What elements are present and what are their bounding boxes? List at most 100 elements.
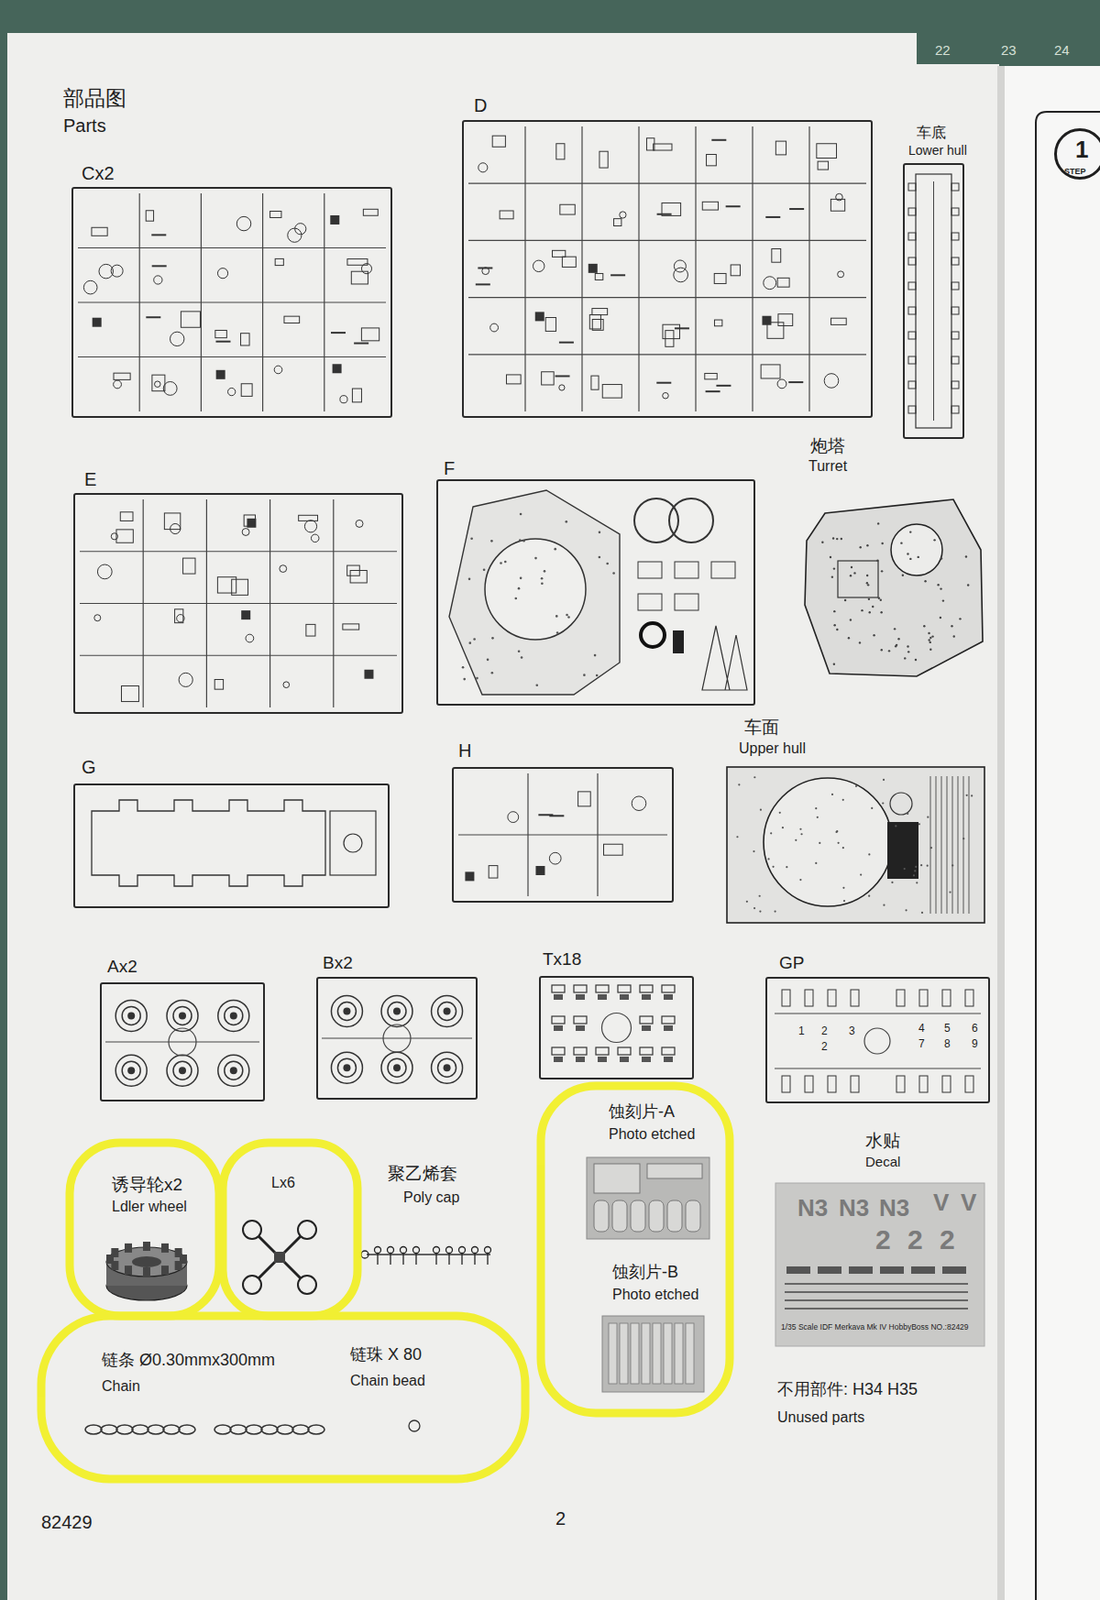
rivet-dot: [914, 866, 917, 869]
part-shape: [662, 324, 681, 339]
hull-floor-part: [91, 800, 326, 887]
part-shape: [827, 1076, 836, 1093]
rivet-dot: [951, 864, 954, 867]
poly-cap: [433, 1247, 440, 1254]
page-text: 部品图: [63, 86, 127, 110]
track-link: [641, 1025, 651, 1032]
idler-hub: [132, 1256, 162, 1268]
track-link: [595, 985, 609, 993]
rivet-dot: [491, 637, 495, 640]
rivet-dot: [880, 599, 882, 602]
rivet-dot: [468, 641, 472, 645]
rivet-dot: [906, 813, 909, 815]
wheel-part: [438, 1058, 457, 1078]
rivet-dot: [520, 656, 524, 660]
link-part: [242, 1221, 262, 1240]
part-shape: [656, 382, 671, 385]
chain-link: [230, 1425, 247, 1435]
poly-cap: [446, 1247, 453, 1254]
rivet-dot: [594, 654, 597, 658]
rivet-dot: [737, 783, 740, 786]
wheel-part: [330, 1052, 363, 1084]
poly-cap: [472, 1247, 479, 1254]
rivet-dot: [881, 802, 884, 804]
part-shape: [310, 534, 319, 543]
grille: [887, 822, 919, 880]
photo-etch-part: [612, 1200, 627, 1232]
ruler-number: 22: [935, 42, 951, 58]
decal-text: V: [960, 1189, 977, 1218]
track-link: [661, 1047, 675, 1056]
rivet-dot: [504, 561, 507, 564]
rivet-dot: [858, 641, 861, 644]
poly-cap: [448, 1254, 450, 1265]
rivet-dot: [837, 842, 840, 845]
armor-line: [941, 776, 943, 914]
idler-tooth: [143, 1267, 151, 1277]
sprue-runner: [694, 126, 696, 412]
turret-illustration: 炮塔Turret: [801, 496, 985, 679]
chain-bead: [408, 1420, 420, 1432]
photo-etch-part: [608, 1323, 617, 1385]
decal-text: N3: [879, 1195, 910, 1223]
part-shape: [91, 227, 108, 236]
part-heading: 炮塔: [810, 436, 846, 457]
part-heading: G: [81, 757, 97, 779]
rivet-dot: [894, 825, 897, 827]
rivet-dot: [490, 539, 494, 543]
rivet-dot: [850, 566, 853, 569]
rivet-dot: [967, 583, 969, 586]
rivet-dot: [759, 809, 762, 812]
part-shape: [711, 139, 726, 142]
track-link: [663, 994, 673, 1001]
hull-part: [951, 356, 959, 364]
part-shape: [706, 154, 717, 166]
rivet-dot: [866, 544, 869, 547]
track-link: [597, 994, 607, 1001]
rivet-dot: [799, 879, 802, 881]
rivet-dot: [519, 577, 523, 581]
ruler-number: 24: [1054, 42, 1070, 58]
part-number: 9: [971, 1038, 979, 1052]
link-part: [253, 1232, 306, 1284]
rivet-dot: [904, 909, 907, 912]
rivet-dot: [565, 614, 569, 617]
rivet-dot: [962, 837, 965, 840]
idler-tooth: [110, 1248, 119, 1258]
part-shape: [661, 202, 682, 216]
part-shape: [340, 396, 348, 404]
rivet-dot: [829, 556, 832, 559]
part-shape: [330, 811, 376, 876]
part-heading: Lx6: [271, 1175, 296, 1192]
wheel-part: [431, 1052, 463, 1084]
rivet-dot: [926, 865, 929, 868]
rivet-dot: [583, 673, 586, 677]
hull-part: [908, 232, 916, 241]
decal-stripe: [784, 1291, 968, 1294]
part-heading: Cx2: [81, 163, 115, 185]
rivet-dot: [832, 537, 835, 539]
track-link: [641, 994, 651, 1001]
part-shape: [535, 311, 545, 321]
hull-part: [915, 174, 952, 429]
decal-text: V: [933, 1189, 949, 1218]
part-shape: [890, 792, 913, 815]
rivet-dot: [842, 847, 845, 849]
rivet-dot: [878, 597, 880, 600]
part-shape: [241, 384, 253, 397]
wheel-part: [178, 1012, 187, 1020]
part-shape: [492, 135, 506, 147]
decal-mark: [942, 1266, 967, 1275]
part-shape: [817, 161, 828, 170]
part-shape: [180, 311, 200, 328]
part-shape: [702, 201, 718, 210]
track-link: [617, 985, 631, 993]
sprue-frame: GP: [765, 977, 990, 1104]
photo-etch-part: [619, 1323, 628, 1385]
track-link: [551, 1016, 565, 1024]
rivet-dot: [767, 858, 770, 860]
rivet-dot: [773, 910, 776, 913]
part-shape: [350, 570, 367, 583]
photo-etch-sheet: [602, 1316, 704, 1393]
